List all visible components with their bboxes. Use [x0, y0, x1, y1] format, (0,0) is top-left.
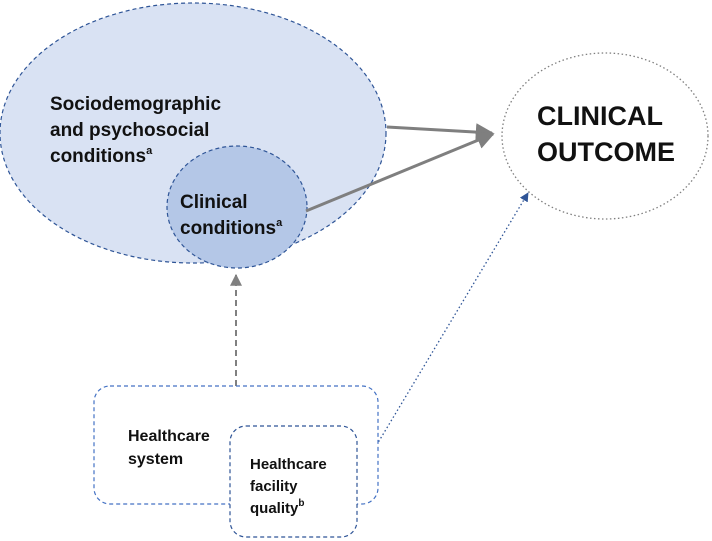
clinical-outcome-node: CLINICAL OUTCOME: [501, 52, 709, 220]
clinical-conditions-ellipse: [166, 145, 308, 269]
healthcare-system-label-line2: system: [128, 451, 183, 468]
clinical-conditions-label-line2: conditions: [180, 218, 276, 239]
svg-text:and psychosocial: and psychosocial: [50, 120, 209, 141]
arrow-sociodemographic-to-outcome: [386, 123, 494, 142]
svg-text:CLINICAL: CLINICAL: [537, 101, 663, 131]
svg-text:Sociodemographic: Sociodemographic: [50, 94, 221, 115]
arrow-clinical-to-outcome: [305, 131, 495, 213]
sociodemographic-label-line1: Sociodemographic: [50, 94, 221, 115]
facility-quality-box: [229, 425, 358, 538]
facility-quality-node: Healthcare facility qualityb: [229, 425, 358, 538]
facility-quality-superscript: b: [298, 498, 304, 509]
svg-text:qualityb: qualityb: [250, 498, 304, 517]
clinical-outcome-label-line1: CLINICAL: [537, 101, 663, 131]
svg-text:OUTCOME: OUTCOME: [537, 137, 675, 167]
clinical-outcome-label-line2: OUTCOME: [537, 137, 675, 167]
arrow-facility-to-outcome: [357, 192, 529, 477]
svg-text:Clinical: Clinical: [180, 192, 248, 213]
clinical-conditions-superscript: a: [276, 217, 283, 229]
clinical-outcome-ellipse: [501, 52, 709, 220]
sociodemographic-superscript: a: [146, 145, 153, 157]
svg-text:conditionsa: conditionsa: [50, 145, 153, 167]
svg-text:conditionsa: conditionsa: [180, 217, 283, 239]
facility-quality-label-line3: quality: [250, 500, 299, 517]
svg-text:system: system: [128, 451, 183, 468]
svg-text:facility: facility: [250, 478, 298, 495]
clinical-conditions-label-line1: Clinical: [180, 192, 248, 213]
healthcare-system-label-line1: Healthcare: [128, 428, 210, 445]
sociodemographic-label-line3: conditions: [50, 146, 146, 167]
facility-quality-label-line1: Healthcare: [250, 456, 327, 473]
svg-text:Healthcare: Healthcare: [250, 456, 327, 473]
clinical-conditions-node: Clinical conditionsa: [166, 145, 308, 269]
svg-text:Healthcare: Healthcare: [128, 428, 210, 445]
facility-quality-label-line2: facility: [250, 478, 298, 495]
sociodemographic-label-line2: and psychosocial: [50, 120, 209, 141]
